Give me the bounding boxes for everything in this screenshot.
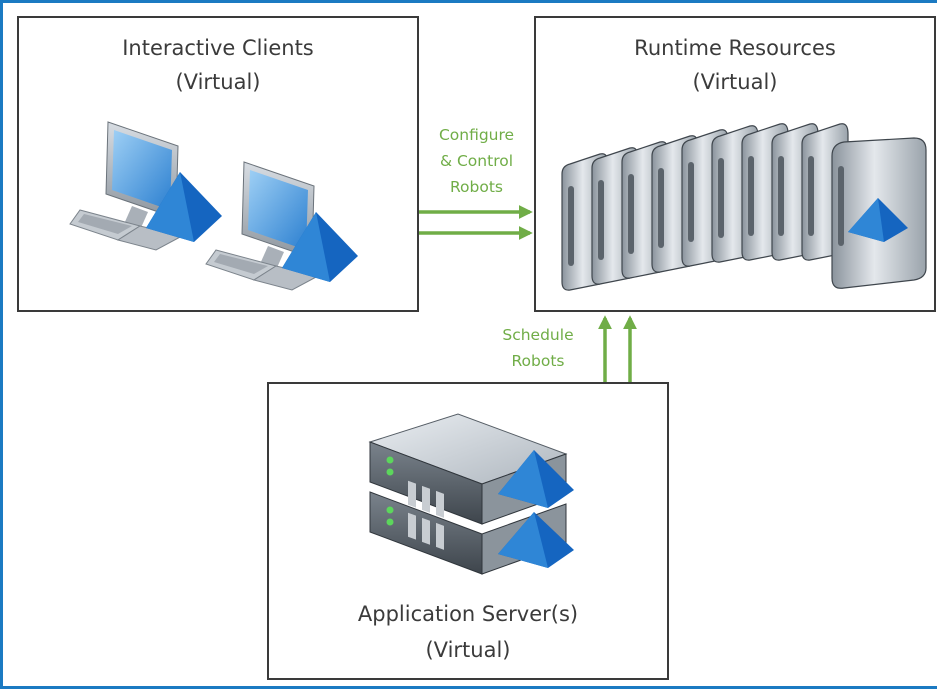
runtime-resources-title: Runtime Resources — [634, 36, 836, 60]
rack-server-icon — [368, 413, 574, 575]
configure-control-label: Configure & Control Robots — [438, 126, 515, 196]
rack-brand-marks — [498, 450, 574, 568]
desktop-computer-icon — [205, 161, 358, 291]
application-server-title: Application Server(s) — [357, 602, 579, 626]
schedule-robots-label: Schedule Robots — [502, 326, 574, 370]
interactive-clients-title: Interactive Clients — [122, 36, 314, 60]
interactive-clients-box: Interactive Clients (Virtual) — [17, 16, 419, 312]
blade-server-icon — [561, 123, 927, 291]
interactive-clients-subtitle: (Virtual) — [175, 70, 261, 94]
blade-units — [561, 123, 849, 291]
blade-front-panel — [831, 137, 927, 289]
application-server-subtitle: (Virtual) — [425, 638, 511, 662]
desktop-computer-icon — [69, 121, 222, 251]
runtime-resources-subtitle: (Virtual) — [692, 70, 778, 94]
